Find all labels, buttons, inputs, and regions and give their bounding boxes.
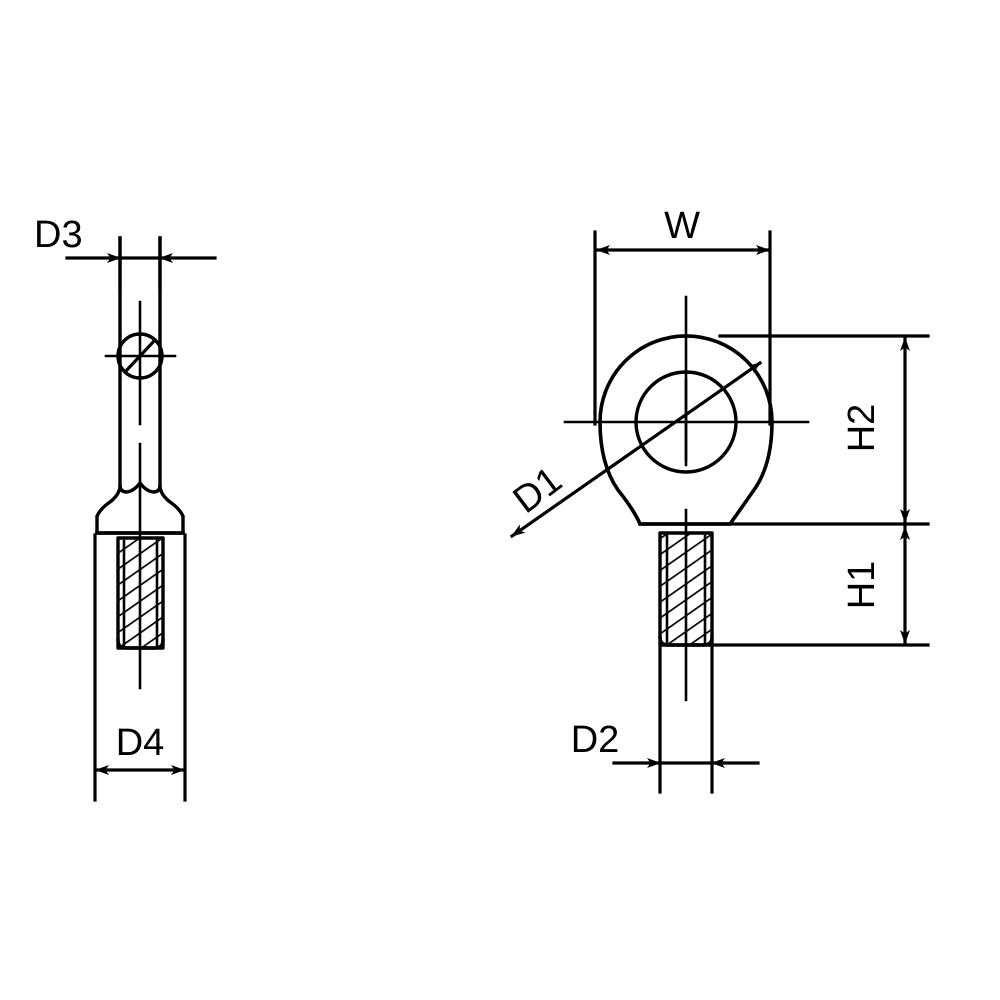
dimension-label-d1: D1 [506,459,570,522]
side-view-group [65,236,217,802]
front-view-group [509,230,930,794]
dimension-label-h1: H1 [841,561,883,610]
d1-leader-line [509,360,763,539]
dimension-label-d2: D2 [571,719,620,761]
dimension-label-w: W [664,205,700,247]
dimension-label-d4: D4 [116,722,165,764]
dimension-label-d3: D3 [34,214,83,256]
dimension-label-h2: H2 [841,404,883,453]
